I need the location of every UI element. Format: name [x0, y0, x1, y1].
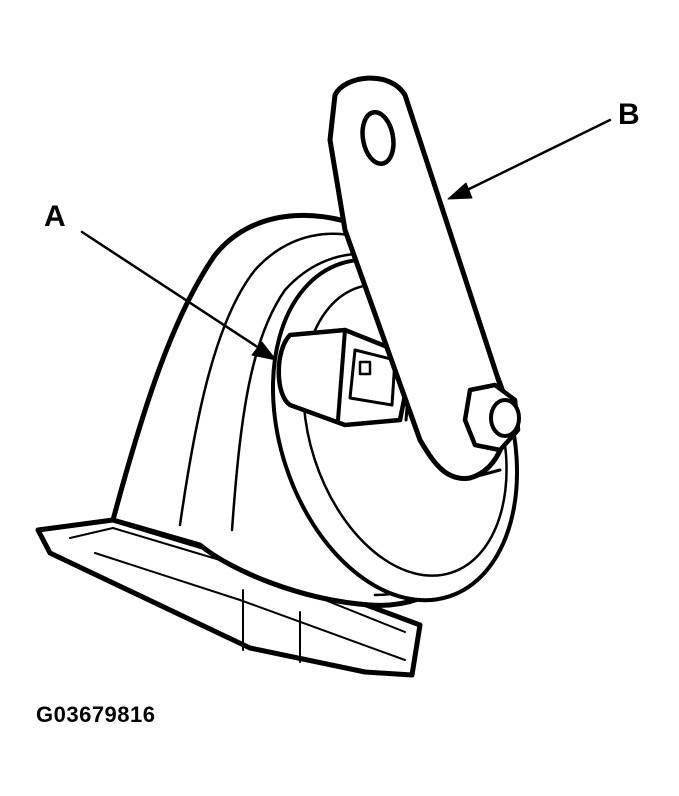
mounting-nut — [462, 382, 521, 453]
figure-code: G03679816 — [36, 702, 156, 727]
callout-label-a: A — [44, 200, 66, 233]
bracket-hole — [360, 110, 396, 166]
callout-label-b: B — [618, 98, 640, 131]
leader-line-b — [447, 118, 612, 200]
leader-line-a — [80, 230, 277, 361]
